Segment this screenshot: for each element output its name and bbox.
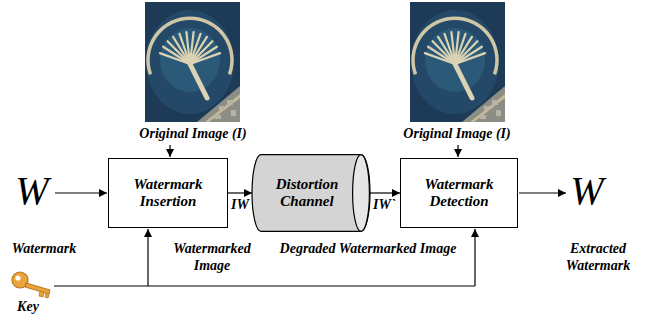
satellite-image	[410, 2, 505, 122]
key-arrow	[147, 229, 148, 286]
cylinder-end	[353, 155, 370, 232]
key-arrow	[474, 229, 475, 286]
input-arrow	[457, 145, 458, 157]
input-arrow	[169, 145, 170, 157]
key-line	[54, 285, 475, 286]
key-icon	[12, 272, 50, 298]
channel-cylinder: Distortion Channel	[252, 154, 370, 232]
satellite-image	[145, 2, 240, 122]
flow-arrow	[370, 192, 400, 193]
output-arrow	[519, 192, 566, 193]
node-label: Watermark Insertion	[115, 176, 221, 210]
image-caption: Original Image (I)	[118, 125, 268, 142]
node-text-holder: Distortion Channel	[252, 154, 370, 232]
flow-arrow	[228, 192, 252, 193]
signal-label: Degraded Watermarked Image	[279, 240, 457, 257]
node-label: Distortion Channel	[264, 176, 350, 210]
input-arrow	[55, 192, 107, 193]
output-label: Extracted Watermark	[553, 240, 643, 274]
input-label: Watermark	[1, 240, 87, 257]
signal-label: Watermarked Image	[164, 240, 260, 274]
cylinder-body	[252, 155, 370, 232]
watermark-symbol: W	[7, 168, 57, 214]
watermark-symbol: W	[562, 168, 612, 214]
node-text-holder: Watermark Detection	[401, 159, 517, 227]
key-label: Key	[3, 298, 53, 315]
signal-name: IW`	[373, 197, 396, 213]
node-text-holder: Watermark Insertion	[109, 159, 227, 227]
image-caption: Original Image (I)	[382, 125, 532, 142]
process-box: Watermark Insertion	[108, 158, 228, 228]
signal-name: IW	[231, 197, 249, 213]
process-box: Watermark Detection	[400, 158, 518, 228]
node-label: Watermark Detection	[407, 176, 511, 210]
